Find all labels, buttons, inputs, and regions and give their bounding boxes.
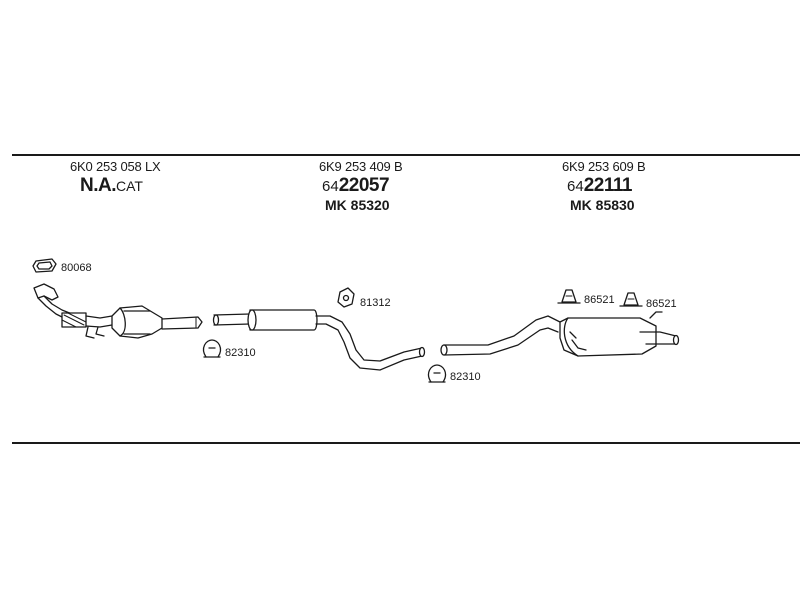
rear-ref-main: 22111	[583, 175, 633, 196]
hanger-rear-1-label: 86521	[584, 294, 615, 306]
rear-ref-prefix: 64	[567, 178, 584, 195]
hanger-mid-label: 81312	[360, 297, 391, 309]
clamp-front-label: 82310	[225, 347, 256, 359]
bottom-divider	[12, 442, 800, 444]
hanger-mid-icon	[337, 287, 355, 308]
rear-part-number: 6K9 253 609 B	[562, 159, 646, 174]
manifold-downpipe-icon	[33, 283, 113, 339]
cat-na-text: N.A.	[80, 175, 117, 196]
clamp-rear-label: 82310	[450, 371, 481, 383]
hanger-rear-1-icon	[557, 289, 581, 304]
mid-mk-number: MK 85320	[325, 197, 390, 213]
hanger-rear-2-icon	[619, 292, 643, 307]
top-divider	[12, 154, 800, 156]
mid-ref-prefix: 64	[322, 178, 339, 195]
mid-part-number: 6K9 253 409 B	[319, 159, 403, 174]
rear-ref-number: 6422111	[567, 175, 632, 197]
cat-suffix-text: CAT	[116, 178, 143, 194]
clamp-front-icon	[202, 339, 222, 358]
catalytic-converter-icon	[111, 305, 203, 339]
mid-ref-main: 22057	[338, 175, 390, 196]
cat-part-number: 6K0 253 058 LX	[70, 159, 161, 174]
gasket-label: 80068	[61, 262, 92, 274]
middle-silencer-icon	[212, 309, 426, 371]
gasket-icon	[32, 258, 57, 273]
cat-label: N.A.CAT	[80, 175, 143, 197]
rear-silencer-icon	[440, 311, 680, 357]
clamp-rear-icon	[427, 364, 447, 383]
hanger-rear-2-label: 86521	[646, 298, 677, 310]
rear-mk-number: MK 85830	[570, 197, 635, 213]
mid-ref-number: 6422057	[322, 175, 390, 197]
